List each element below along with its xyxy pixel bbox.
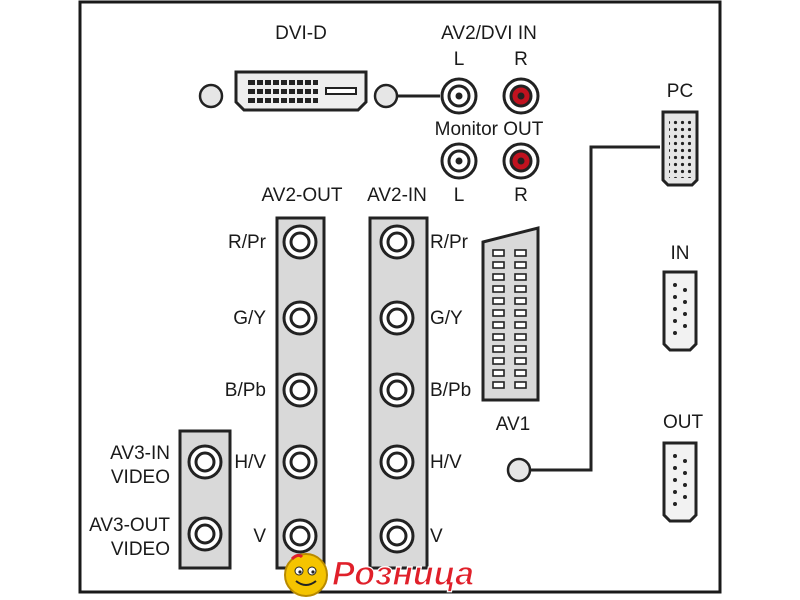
ground-terminal	[506, 145, 660, 483]
av1-label: AV1	[495, 414, 531, 435]
av2-in-row-label: H/V	[430, 452, 462, 473]
scart-av1-connector	[481, 226, 540, 402]
dvi-screw-right	[373, 83, 399, 109]
av2-in-row-label: V	[430, 526, 443, 547]
av2-dvi-in-l-jack	[440, 77, 478, 115]
r-top-label: R	[514, 49, 528, 70]
dvi-d-label: DVI-D	[275, 23, 327, 44]
av2-out-jacks	[282, 224, 318, 554]
out-dsub-connector	[662, 441, 698, 523]
monitor-out-l-jack	[440, 142, 478, 180]
in-dsub-connector	[662, 270, 698, 352]
out-label: OUT	[662, 412, 704, 433]
av2-out-row-label: H/V	[234, 452, 266, 473]
av2-out-row-label: G/Y	[233, 308, 266, 329]
av2-out-row-label: V	[253, 526, 266, 547]
pc-vga-connector	[661, 110, 699, 187]
monitor-out-r-jack	[502, 142, 540, 180]
in-label: IN	[670, 243, 690, 264]
av2-in-jacks	[379, 224, 415, 554]
av2-in-row-label: R/Pr	[430, 232, 468, 253]
av3-in-label: AV3-IN	[110, 443, 170, 464]
dvi-screw-left	[198, 83, 224, 109]
av3-out-video-label: VIDEO	[110, 539, 170, 560]
av2-out-row-label: R/Pr	[228, 232, 266, 253]
l-top-label: L	[453, 49, 465, 70]
pc-label: PC	[666, 81, 694, 102]
av3-jacks	[187, 444, 223, 552]
r-bottom-label: R	[514, 185, 528, 206]
av2-out-row-label: B/Pb	[224, 380, 266, 401]
av2-out-label: AV2-OUT	[261, 185, 343, 206]
av2-in-label: AV2-IN	[367, 185, 427, 206]
av3-in-video-label: VIDEO	[110, 467, 170, 488]
l-bottom-label: L	[453, 185, 465, 206]
av2-in-row-label: B/Pb	[430, 380, 472, 401]
roznitsa-logo: Розница	[284, 553, 475, 597]
av2-dvi-in-label: AV2/DVI IN	[441, 23, 537, 44]
monitor-out-label: Monitor OUT	[434, 119, 544, 140]
av2-dvi-in-r-jack	[502, 77, 540, 115]
logo-text: Розница	[332, 555, 474, 593]
dvi-d-connector	[198, 70, 440, 112]
smiley-face-icon	[284, 553, 328, 597]
av2-in-row-label: G/Y	[430, 308, 463, 329]
av3-out-label: AV3-OUT	[89, 515, 170, 536]
